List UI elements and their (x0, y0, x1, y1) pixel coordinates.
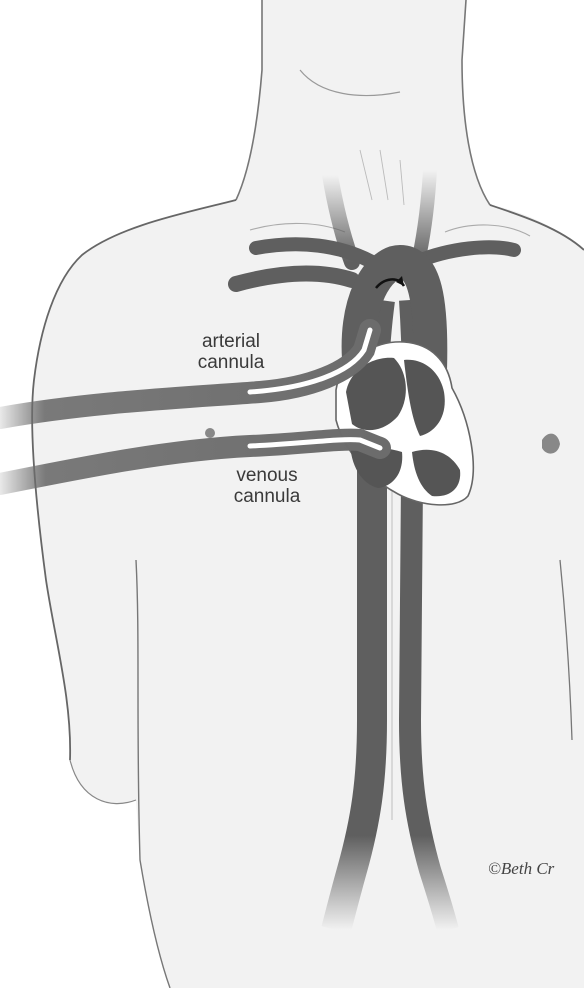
copyright-credit: ©Beth Cr (488, 859, 554, 879)
venous-cannula-label: venous cannula (212, 465, 322, 507)
arterial-label-line2: cannula (176, 352, 286, 373)
arterial-cannula-label: arterial cannula (176, 331, 286, 373)
venous-label-line2: cannula (212, 486, 322, 507)
venous-label-line1: venous (212, 465, 322, 486)
arterial-label-line1: arterial (176, 331, 286, 352)
